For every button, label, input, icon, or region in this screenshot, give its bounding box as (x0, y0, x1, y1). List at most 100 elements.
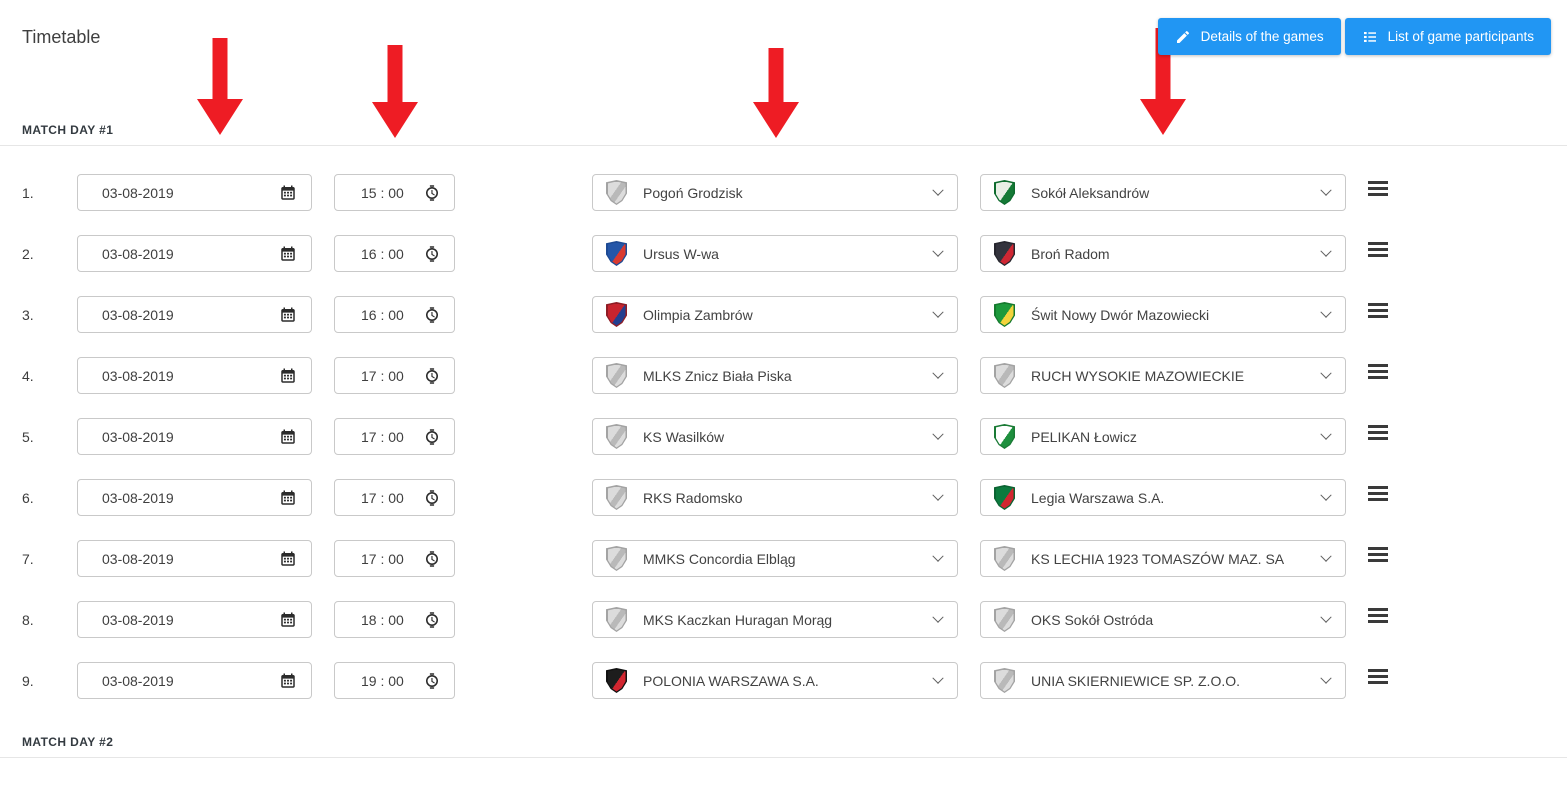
time-input[interactable]: 16 : 00 (334, 296, 455, 333)
date-input[interactable]: 03-08-2019 (77, 662, 312, 699)
time-value: 17 : 00 (361, 367, 404, 384)
date-input[interactable]: 03-08-2019 (77, 357, 312, 394)
time-input[interactable]: 17 : 00 (334, 479, 455, 516)
drag-handle-icon[interactable] (1368, 302, 1388, 319)
match-number: 1. (22, 184, 34, 201)
list-icon (1363, 31, 1376, 42)
drag-handle-icon[interactable] (1368, 241, 1388, 258)
chevron-down-icon (932, 367, 944, 379)
clock-icon[interactable] (423, 672, 441, 690)
drag-handle-icon[interactable] (1368, 485, 1388, 502)
clock-icon[interactable] (423, 428, 441, 446)
calendar-icon[interactable] (279, 672, 297, 690)
away-team-select[interactable]: KS LECHIA 1923 TOMASZÓW MAZ. SA (980, 540, 1346, 577)
team-badge-icon (994, 668, 1015, 693)
match-day-2-header: MATCH DAY #2 (22, 735, 114, 749)
clock-icon[interactable] (423, 489, 441, 507)
date-input[interactable]: 03-08-2019 (77, 479, 312, 516)
drag-handle-icon[interactable] (1368, 546, 1388, 563)
home-team-select[interactable]: Olimpia Zambrów (592, 296, 958, 333)
match-day-1-header: MATCH DAY #1 (22, 123, 114, 137)
team-badge-icon (994, 607, 1015, 632)
chevron-down-icon (1320, 306, 1332, 318)
clock-icon[interactable] (423, 245, 441, 263)
date-input[interactable]: 03-08-2019 (77, 540, 312, 577)
time-input[interactable]: 18 : 00 (334, 601, 455, 638)
home-team-select[interactable]: MMKS Concordia Elbląg (592, 540, 958, 577)
away-team-select[interactable]: OKS Sokół Ostróda (980, 601, 1346, 638)
clock-icon[interactable] (423, 306, 441, 324)
home-team-select[interactable]: MKS Kaczkan Huragan Morąg (592, 601, 958, 638)
clock-icon[interactable] (423, 184, 441, 202)
page-title: Timetable (22, 27, 101, 47)
date-input[interactable]: 03-08-2019 (77, 418, 312, 455)
away-team-select[interactable]: Broń Radom (980, 235, 1346, 272)
away-team-select[interactable]: RUCH WYSOKIE MAZOWIECKIE (980, 357, 1346, 394)
time-input[interactable]: 16 : 00 (334, 235, 455, 272)
match-row: 8. 03-08-2019 18 : 00 MKS Kaczkan Huraga… (22, 601, 1551, 638)
away-team-select[interactable]: Świt Nowy Dwór Mazowiecki (980, 296, 1346, 333)
calendar-icon[interactable] (279, 550, 297, 568)
clock-icon[interactable] (423, 367, 441, 385)
time-input[interactable]: 15 : 00 (334, 174, 455, 211)
calendar-icon[interactable] (279, 245, 297, 263)
calendar-icon[interactable] (279, 367, 297, 385)
details-of-games-button[interactable]: Details of the games (1157, 18, 1341, 55)
calendar-icon[interactable] (279, 184, 297, 202)
away-team-name: OKS Sokół Ostróda (1031, 611, 1154, 628)
home-team-select[interactable]: KS Wasilków (592, 418, 958, 455)
time-input[interactable]: 17 : 00 (334, 540, 455, 577)
away-team-select[interactable]: PELIKAN Łowicz (980, 418, 1346, 455)
team-badge-icon (606, 546, 627, 571)
calendar-icon[interactable] (279, 306, 297, 324)
match-row: 1. 03-08-2019 15 : 00 Pogoń Grodzisk Sok… (22, 174, 1551, 211)
away-team-select[interactable]: Legia Warszawa S.A. (980, 479, 1346, 516)
team-badge-icon (994, 302, 1015, 327)
drag-handle-icon[interactable] (1368, 424, 1388, 441)
match-number: 8. (22, 611, 34, 628)
clock-icon[interactable] (423, 550, 441, 568)
chevron-down-icon (932, 306, 944, 318)
drag-handle-icon[interactable] (1368, 363, 1388, 380)
chevron-down-icon (1320, 245, 1332, 257)
date-input[interactable]: 03-08-2019 (77, 601, 312, 638)
team-badge-icon (606, 485, 627, 510)
home-team-select[interactable]: POLONIA WARSZAWA S.A. (592, 662, 958, 699)
time-value: 17 : 00 (361, 550, 404, 567)
chevron-down-icon (1320, 611, 1332, 623)
chevron-down-icon (1320, 184, 1332, 196)
match-number: 7. (22, 550, 34, 567)
home-team-select[interactable]: Ursus W-wa (592, 235, 958, 272)
date-value: 03-08-2019 (102, 550, 174, 567)
home-team-select[interactable]: RKS Radomsko (592, 479, 958, 516)
match-row: 5. 03-08-2019 17 : 00 KS Wasilków PELIKA… (22, 418, 1551, 455)
clock-icon[interactable] (423, 611, 441, 629)
drag-handle-icon[interactable] (1368, 668, 1388, 685)
calendar-icon[interactable] (279, 611, 297, 629)
team-badge-icon (994, 180, 1015, 205)
away-team-name: Sokół Aleksandrów (1031, 184, 1150, 201)
calendar-icon[interactable] (279, 489, 297, 507)
home-team-select[interactable]: Pogoń Grodzisk (592, 174, 958, 211)
team-badge-icon (994, 485, 1015, 510)
home-team-select[interactable]: MLKS Znicz Biała Piska (592, 357, 958, 394)
list-of-participants-button[interactable]: List of game participants (1344, 18, 1551, 55)
time-value: 17 : 00 (361, 428, 404, 445)
away-team-name: Legia Warszawa S.A. (1031, 489, 1165, 506)
time-input[interactable]: 19 : 00 (334, 662, 455, 699)
drag-handle-icon[interactable] (1368, 607, 1388, 624)
drag-handle-icon[interactable] (1368, 180, 1388, 197)
away-team-select[interactable]: UNIA SKIERNIEWICE SP. Z.O.O. (980, 662, 1346, 699)
away-team-select[interactable]: Sokół Aleksandrów (980, 174, 1346, 211)
time-input[interactable]: 17 : 00 (334, 357, 455, 394)
time-input[interactable]: 17 : 00 (334, 418, 455, 455)
match-number: 3. (22, 306, 34, 323)
chevron-down-icon (1320, 367, 1332, 379)
chevron-down-icon (932, 184, 944, 196)
calendar-icon[interactable] (279, 428, 297, 446)
team-badge-icon (606, 668, 627, 693)
team-badge-icon (606, 607, 627, 632)
date-input[interactable]: 03-08-2019 (77, 296, 312, 333)
date-input[interactable]: 03-08-2019 (77, 174, 312, 211)
date-input[interactable]: 03-08-2019 (77, 235, 312, 272)
